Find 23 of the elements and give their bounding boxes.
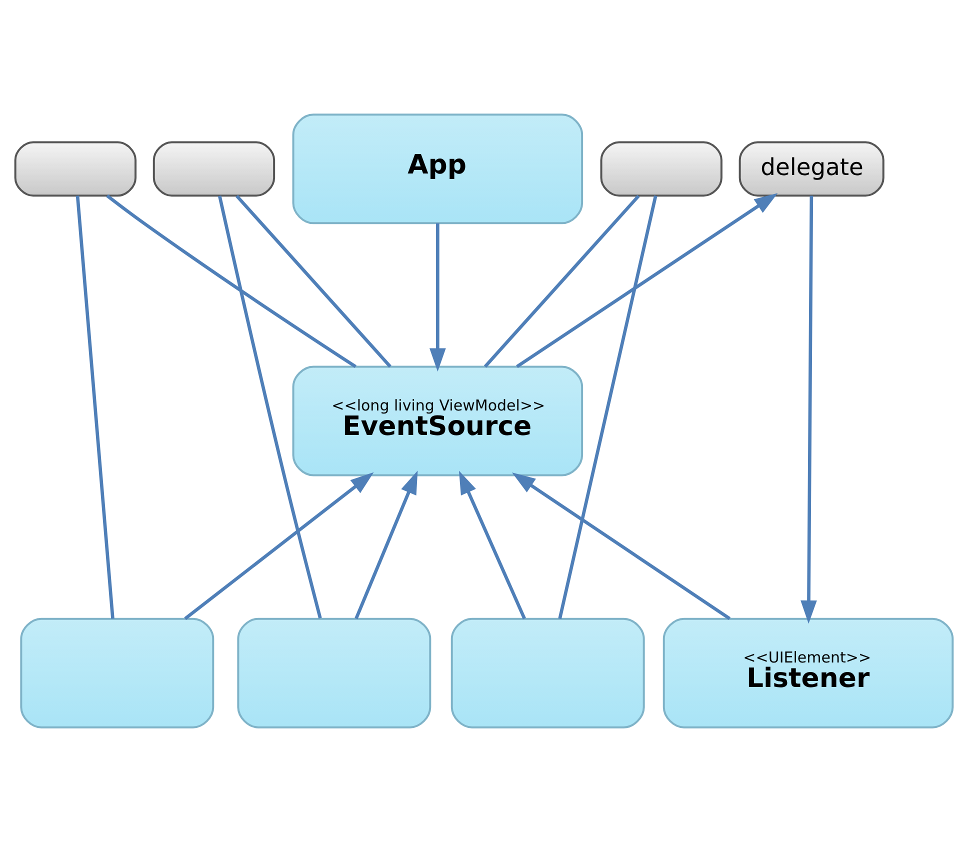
arrow	[429, 222, 446, 372]
node-box: <<UIElement>> Listener	[662, 617, 954, 728]
node-box	[14, 140, 137, 196]
connector	[236, 194, 392, 368]
arrow	[354, 470, 418, 619]
node-box	[450, 617, 645, 728]
node-box	[237, 617, 432, 728]
connector	[558, 194, 658, 619]
arrow	[800, 195, 817, 624]
connector	[76, 195, 114, 618]
node-box: App	[292, 113, 584, 224]
connector	[106, 194, 357, 368]
arrow	[516, 192, 778, 368]
node-box	[152, 140, 276, 196]
node-box	[20, 617, 214, 728]
arrow	[184, 472, 374, 620]
arrow	[512, 472, 731, 620]
connector	[484, 194, 640, 368]
arrow	[458, 470, 526, 619]
node-box: delegate	[738, 140, 884, 196]
node-box: <<long living ViewModel>> EventSource	[292, 365, 584, 476]
node-box	[600, 140, 722, 196]
connector	[218, 195, 322, 618]
